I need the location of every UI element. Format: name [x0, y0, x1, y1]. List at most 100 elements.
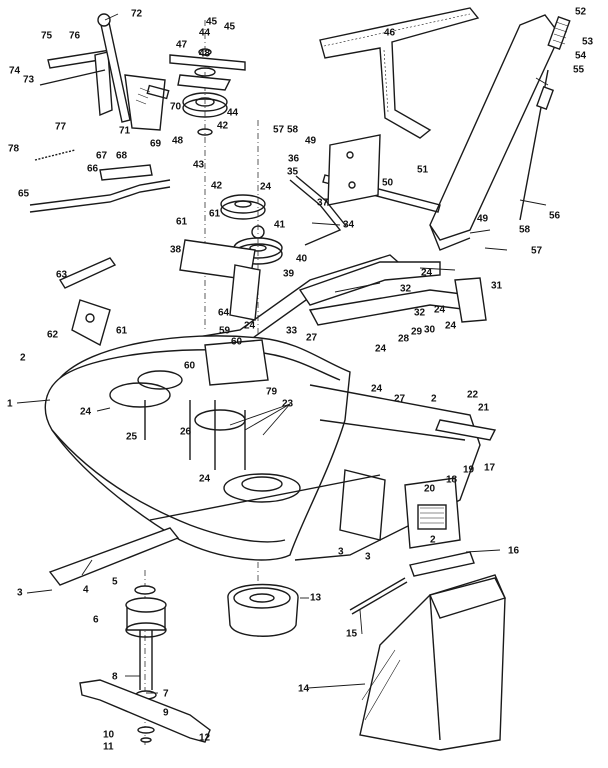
label-61a: 61 [176, 217, 188, 228]
label-18: 18 [446, 475, 458, 486]
label-65: 65 [18, 189, 30, 200]
label-1: 1 [7, 399, 13, 410]
label-38: 38 [170, 245, 182, 256]
leader-lines [16, 13, 549, 694]
label-13: 13 [310, 593, 322, 604]
label-27a: 27 [306, 333, 318, 344]
label-31: 31 [491, 281, 503, 292]
label-8: 8 [112, 672, 118, 683]
label-22: 22 [467, 390, 479, 401]
label-14: 14 [298, 684, 310, 695]
label-36: 36 [288, 154, 300, 165]
label-70: 70 [170, 102, 182, 113]
label-2a: 2 [20, 353, 26, 364]
label-78: 78 [8, 144, 20, 155]
label-41: 41 [274, 220, 286, 231]
label-52: 52 [575, 7, 587, 18]
label-42a: 42 [217, 121, 229, 132]
label-2b: 2 [431, 394, 437, 405]
label-42b: 42 [211, 181, 223, 192]
drive-belt [319, 7, 480, 139]
label-24e: 24 [375, 344, 387, 355]
label-24a: 24 [260, 182, 272, 193]
label-40: 40 [296, 254, 308, 265]
label-32a: 32 [400, 284, 412, 295]
label-67: 67 [96, 151, 108, 162]
label-2c: 2 [430, 535, 436, 546]
blade-assembly [79, 570, 211, 745]
label-30: 30 [424, 325, 436, 336]
label-7: 7 [163, 689, 169, 700]
label-6: 6 [93, 615, 99, 626]
label-72: 72 [131, 9, 143, 20]
lift-lever [429, 14, 571, 251]
label-35: 35 [287, 167, 299, 178]
label-66: 66 [87, 164, 99, 175]
label-64: 64 [218, 308, 230, 319]
label-3a: 3 [17, 588, 23, 599]
center-support [179, 239, 400, 341]
label-69: 69 [150, 139, 162, 150]
label-16: 16 [508, 546, 520, 557]
upper-left-brackets [39, 13, 170, 131]
right-arms [289, 175, 487, 326]
label-53: 53 [582, 37, 594, 48]
part-labels: 1 2 2 2 3 3 3 4 5 6 7 8 9 10 11 12 13 14… [7, 7, 594, 753]
label-3c: 3 [365, 552, 371, 563]
label-5: 5 [112, 577, 118, 588]
label-17: 17 [484, 463, 496, 474]
label-46: 46 [384, 28, 396, 39]
label-39: 39 [283, 269, 295, 280]
label-60b: 60 [184, 361, 196, 372]
label-58a: 58 [287, 125, 299, 136]
label-29: 29 [411, 327, 423, 338]
label-20: 20 [424, 484, 436, 495]
label-48b: 48 [172, 136, 184, 147]
label-28: 28 [398, 334, 410, 345]
label-10: 10 [103, 730, 115, 741]
label-4: 4 [83, 585, 89, 596]
label-32b: 32 [414, 308, 426, 319]
label-24c: 24 [434, 305, 446, 316]
label-24f: 24 [445, 321, 457, 332]
label-24b: 24 [421, 268, 433, 279]
label-47: 47 [176, 40, 188, 51]
label-24d: 24 [244, 321, 256, 332]
label-73: 73 [23, 75, 35, 86]
label-12: 12 [199, 733, 211, 744]
label-11: 11 [103, 742, 114, 753]
label-68: 68 [116, 151, 128, 162]
label-44b: 44 [227, 108, 239, 119]
label-79: 79 [266, 387, 278, 398]
label-21: 21 [478, 403, 490, 414]
lower-parts [48, 527, 299, 637]
label-61c: 61 [116, 326, 128, 337]
label-19: 19 [463, 465, 475, 476]
label-24i: 24 [199, 474, 211, 485]
label-50: 50 [382, 178, 394, 189]
label-44a: 44 [199, 28, 211, 39]
label-33: 33 [286, 326, 298, 337]
tube-and-rod [349, 551, 475, 615]
label-57b: 57 [531, 246, 543, 257]
label-34: 34 [343, 220, 355, 231]
label-76: 76 [69, 31, 81, 42]
label-45b: 45 [224, 22, 236, 33]
mower-deck [44, 335, 481, 561]
grass-chute [359, 574, 506, 751]
label-61b: 61 [209, 209, 221, 220]
label-59: 59 [219, 326, 231, 337]
baffles [339, 419, 497, 549]
label-75: 75 [41, 31, 53, 42]
idler-arm [169, 54, 246, 91]
label-74: 74 [9, 66, 21, 77]
label-77: 77 [55, 122, 67, 133]
label-23: 23 [282, 399, 294, 410]
label-37: 37 [317, 198, 329, 209]
label-15: 15 [346, 629, 358, 640]
label-25: 25 [126, 432, 138, 443]
label-48a: 48 [199, 49, 211, 60]
label-57a: 57 [273, 125, 285, 136]
label-3b: 3 [338, 547, 344, 558]
